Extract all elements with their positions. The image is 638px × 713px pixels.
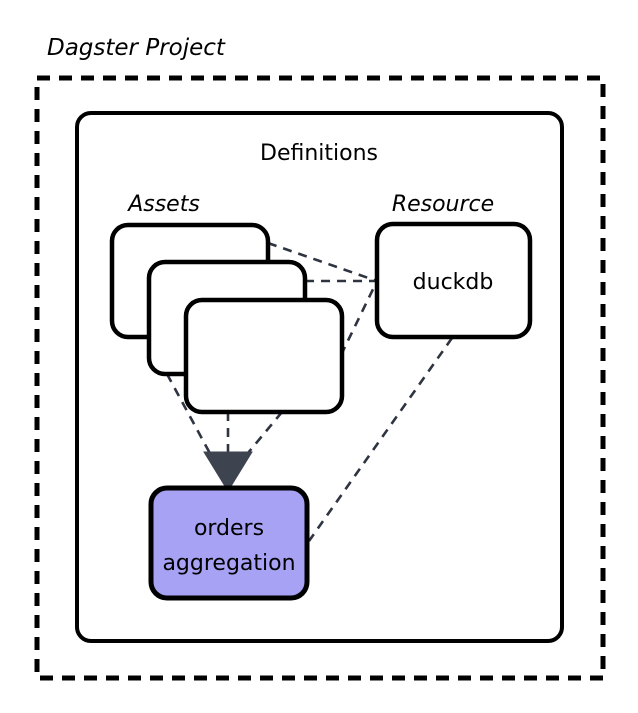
orders-aggregation-label-line2: aggregation bbox=[162, 551, 295, 576]
outer-dashed-container bbox=[34, 75, 606, 681]
assets-section-label: Assets bbox=[126, 192, 200, 217]
arrow-head-icon bbox=[203, 451, 253, 492]
orders-aggregation-node[interactable] bbox=[148, 485, 310, 601]
edge-group bbox=[165, 241, 454, 542]
edge-asset2-to-orders bbox=[165, 373, 215, 460]
definitions-label: Definitions bbox=[260, 141, 378, 166]
asset-card-3[interactable] bbox=[183, 297, 345, 415]
duckdb-node[interactable] bbox=[374, 221, 533, 340]
edge-asset3-to-duckdb bbox=[339, 280, 379, 356]
orders-aggregation-label-line1: orders bbox=[194, 516, 264, 541]
edge-asset1-to-duckdb bbox=[267, 241, 378, 283]
resource-section-label: Resource bbox=[392, 192, 494, 217]
edge-asset3right-to-orders bbox=[241, 411, 284, 460]
project-title-label: Dagster Project bbox=[47, 35, 226, 61]
definitions-container bbox=[75, 111, 564, 643]
duckdb-node-label: duckdb bbox=[413, 270, 494, 295]
